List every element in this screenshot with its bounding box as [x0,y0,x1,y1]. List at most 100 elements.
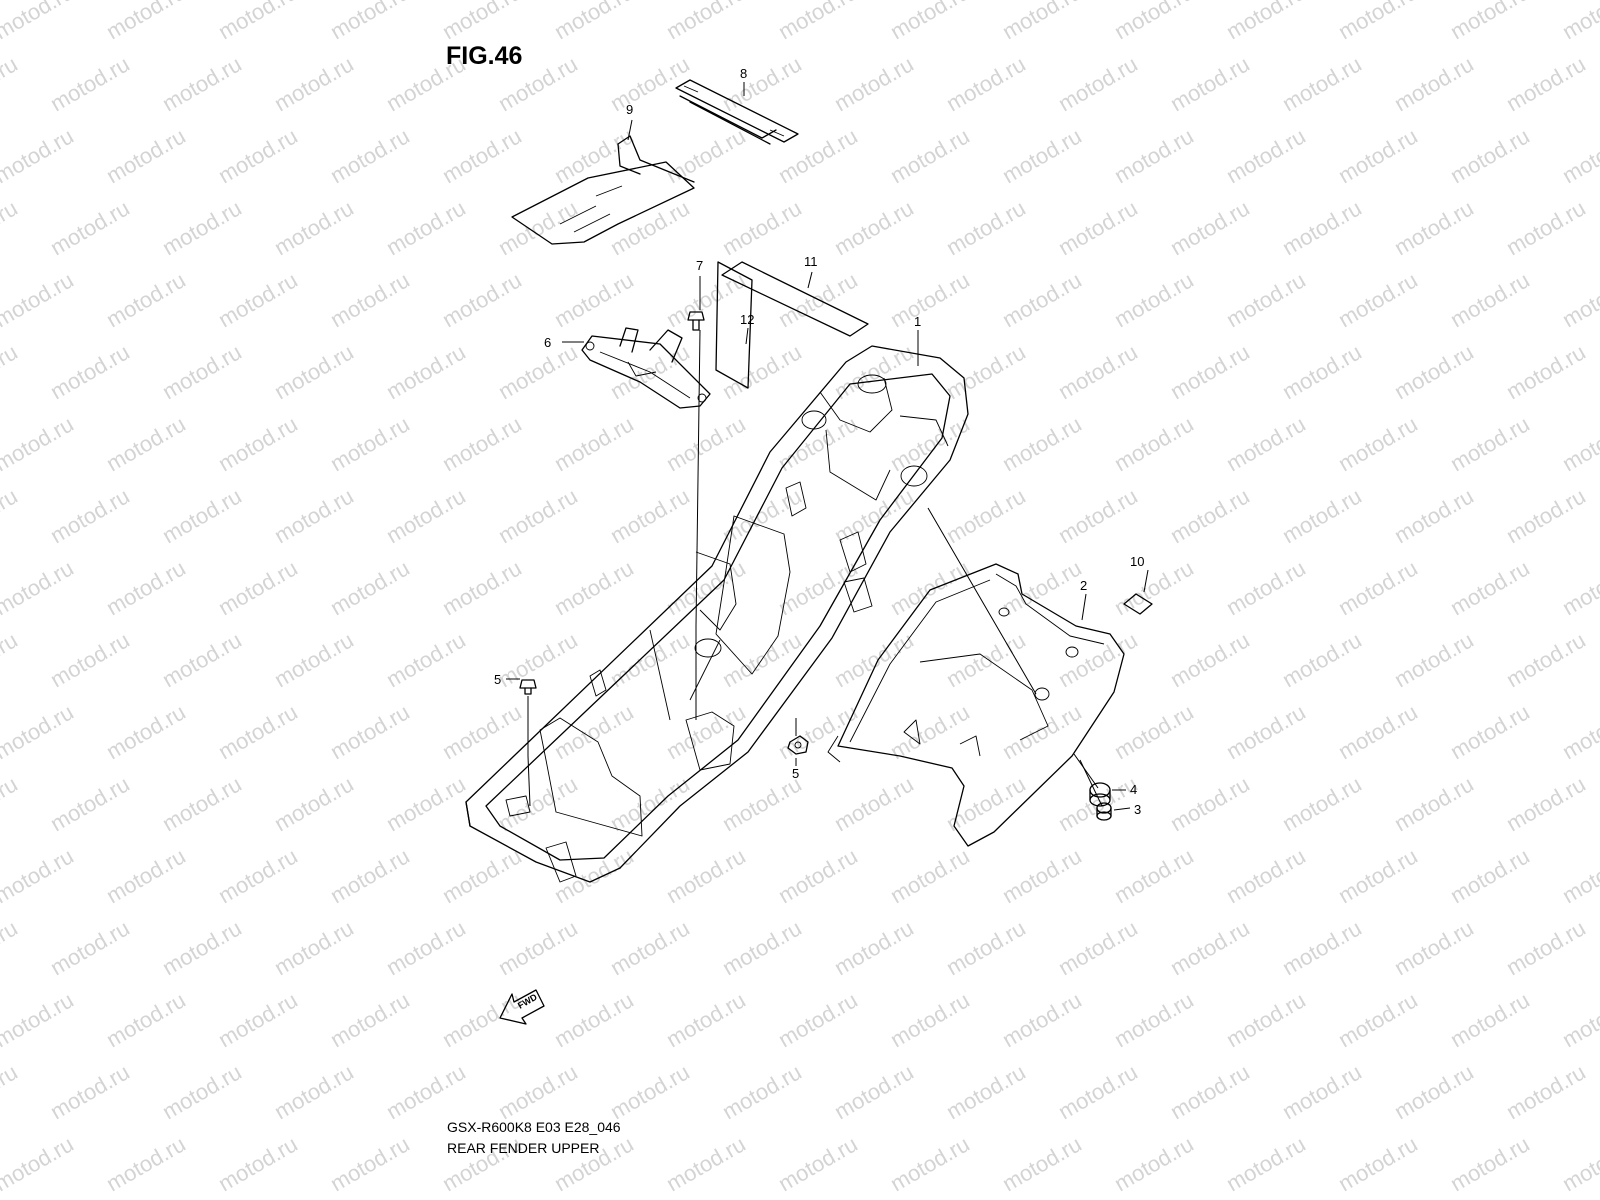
watermark-text: motod.ru [1278,627,1366,692]
watermark-text: motod.ru [326,555,414,620]
watermark-text: motod.ru [270,195,358,260]
model-code: GSX-R600K8 E03 E28_046 [447,1119,621,1135]
watermark-text: motod.ru [1222,411,1310,476]
watermark-text: motod.ru [46,483,134,548]
watermark-text: motod.ru [0,411,78,476]
leader-lines [506,82,1149,811]
watermark-text: motod.ru [662,699,750,764]
watermark-text: motod.ru [550,555,638,620]
watermark-text: motod.ru [998,987,1086,1052]
watermark-text: motod.ru [1446,411,1534,476]
watermark-text: motod.ru [1446,843,1534,908]
callout-10: 10 [1130,554,1144,569]
watermark-text: motod.ru [718,771,806,836]
watermark-text: motod.ru [1110,1131,1198,1196]
watermark-text: motod.ru [1390,339,1478,404]
watermark-text: motod.ru [438,555,526,620]
watermark-text: motod.ru [606,195,694,260]
watermark-text: motod.ru [382,915,470,980]
watermark-text: motod.ru [0,483,22,548]
watermark-text: motod.ru [830,51,918,116]
watermark-text: motod.ru [998,411,1086,476]
watermark-text: motod.ru [0,195,22,260]
watermark-text: motod.ru [0,123,78,188]
watermark-text: motod.ru [1166,51,1254,116]
watermark-text: motod.ru [1446,699,1534,764]
watermark-text: motod.ru [1390,1059,1478,1124]
watermark-text: motod.ru [774,699,862,764]
watermark-text: motod.ru [1334,267,1422,332]
watermark-text: motod.ru [158,195,246,260]
watermark-text: motod.ru [606,1059,694,1124]
watermark-text: motod.ru [494,915,582,980]
watermark-text: motod.ru [102,699,190,764]
watermark-text: motod.ru [1278,915,1366,980]
watermark-text: motod.ru [1390,627,1478,692]
watermark-text: motod.ru [774,1131,862,1196]
watermark-text: motod.ru [214,1131,302,1196]
watermark-text: motod.ru [1054,483,1142,548]
watermark-text: motod.ru [438,0,526,44]
watermark-text: motod.ru [1558,0,1600,44]
watermark-text: motod.ru [102,0,190,44]
watermark-text: motod.ru [102,843,190,908]
watermark-text: motod.ru [942,51,1030,116]
watermark-text: motod.ru [158,1059,246,1124]
watermark-text: motod.ru [158,627,246,692]
callout-2: 2 [1080,578,1087,593]
watermark-text: motod.ru [1390,771,1478,836]
watermark-text: motod.ru [102,1131,190,1196]
watermark-text: motod.ru [550,843,638,908]
watermark-text: motod.ru [1278,771,1366,836]
watermark-text: motod.ru [0,555,78,620]
watermark-text: motod.ru [1166,771,1254,836]
watermark-text: motod.ru [494,483,582,548]
callout-5-lower: 5 [792,766,799,781]
watermark-text: motod.ru [1558,1131,1600,1196]
watermark-text: motod.ru [662,0,750,44]
watermark-text: motod.ru [886,411,974,476]
watermark-text: motod.ru [158,771,246,836]
watermark-text: motod.ru [1166,483,1254,548]
watermark-text: motod.ru [494,627,582,692]
watermark-text: motod.ru [0,987,78,1052]
watermark-text: motod.ru [1166,339,1254,404]
watermark-text: motod.ru [1054,339,1142,404]
watermark-text: motod.ru [46,915,134,980]
watermark-text: motod.ru [1502,483,1590,548]
watermark-text: motod.ru [1446,0,1534,44]
watermark-text: motod.ru [46,771,134,836]
watermark-text: motod.ru [886,699,974,764]
watermark-text: motod.ru [774,843,862,908]
watermark-text: motod.ru [662,123,750,188]
watermark-text: motod.ru [942,339,1030,404]
watermark-text: motod.ru [718,195,806,260]
watermark-text: motod.ru [1110,555,1198,620]
watermark-text: motod.ru [0,699,78,764]
watermark-text: motod.ru [382,339,470,404]
callouts: 8 9 7 11 12 6 1 10 2 4 3 5 5 [494,66,1144,817]
callout-6: 6 [544,335,551,350]
part-8-strap [675,79,799,145]
watermark-text: motod.ru [1446,555,1534,620]
watermark-text: motod.ru [214,555,302,620]
watermark-text: motod.ru [1278,51,1366,116]
watermark-text: motod.ru [774,987,862,1052]
watermark-text: motod.ru [718,915,806,980]
watermark-text: motod.ru [1166,1059,1254,1124]
watermark-text: motod.ru [1502,771,1590,836]
watermark-text: motod.ru [718,339,806,404]
watermark-text: motod.ru [718,1059,806,1124]
watermark-text: motod.ru [998,267,1086,332]
watermark-text: motod.ru [0,267,78,332]
watermark-text: motod.ru [1558,843,1600,908]
watermark-text: motod.ru [102,411,190,476]
watermark-text: motod.ru [774,0,862,44]
watermark-text: motod.ru [1110,411,1198,476]
watermark-text: motod.ru [1110,699,1198,764]
watermark-text: motod.ru [270,339,358,404]
watermark-text: motod.ru [326,843,414,908]
watermark-text: motod.ru [326,1131,414,1196]
watermark-text: motod.ru [158,339,246,404]
